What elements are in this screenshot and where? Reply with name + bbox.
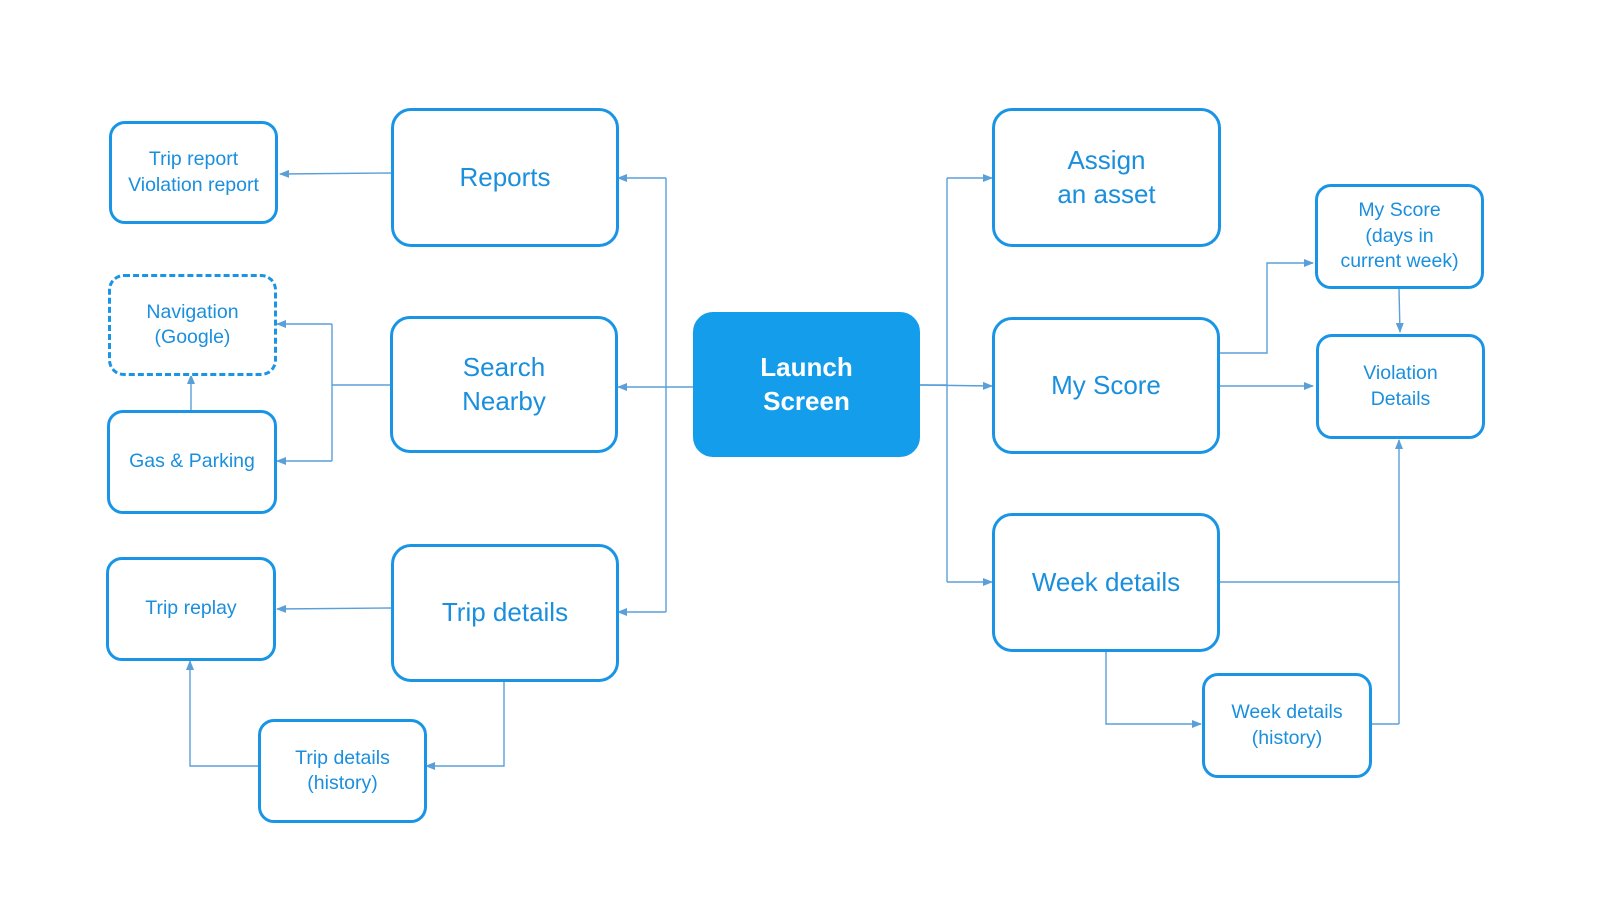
search-nearby-node[interactable]: Search Nearby: [390, 316, 618, 453]
navigation-line-2: (Google): [154, 326, 231, 348]
assign-asset-line-1: Assign: [1067, 144, 1146, 175]
reports-label: Reports: [459, 161, 551, 192]
trip-replay-node[interactable]: Trip replay: [106, 557, 276, 661]
connector-trip-details-history: [425, 682, 505, 770]
connector-to-my-score: [919, 381, 993, 390]
search-nearby-line-2: Nearby: [462, 385, 546, 416]
launch-screen-node[interactable]: Launch Screen: [693, 312, 920, 457]
week-details-history-line-2: (history): [1251, 726, 1323, 749]
navigation-node[interactable]: Navigation (Google): [108, 274, 277, 376]
trip-report-node[interactable]: Trip report Violation report: [109, 121, 278, 224]
assign-asset-node[interactable]: Assign an asset: [992, 108, 1221, 247]
trip-details-history-line-1: Trip details: [295, 746, 390, 769]
gas-parking-label: Gas & Parking: [129, 450, 255, 473]
week-details-history-node[interactable]: Week details (history): [1202, 673, 1372, 778]
search-nearby-line-1: Search: [462, 351, 546, 382]
week-details-history-line-1: Week details: [1231, 701, 1343, 724]
my-score-days-line-1: My Score: [1358, 199, 1441, 222]
week-details-label: Week details: [1031, 566, 1181, 597]
reports-node[interactable]: Reports: [391, 108, 619, 247]
my-score-node[interactable]: My Score: [992, 317, 1220, 454]
connector-reports-trip-report: [279, 169, 393, 178]
connector-trip-details-replay: [276, 604, 393, 613]
connector-my-score-days: [1220, 259, 1314, 354]
my-score-label: My Score: [1051, 369, 1161, 400]
trip-details-history-node[interactable]: Trip details (history): [258, 719, 427, 823]
navigation-line-1: Navigation: [146, 300, 239, 323]
violation-details-line-2: Details: [1370, 387, 1431, 410]
assign-asset-line-2: an asset: [1057, 178, 1156, 209]
trip-report-line-2: Violation report: [128, 173, 259, 196]
my-score-days-line-2: (days in: [1365, 224, 1434, 247]
launch-screen-line-1: Launch: [760, 351, 853, 382]
my-score-days-line-3: current week): [1340, 250, 1459, 273]
violation-details-line-1: Violation: [1363, 362, 1438, 385]
trip-details-history-line-2: (history): [307, 772, 378, 794]
violation-details-node[interactable]: Violation Details: [1316, 334, 1485, 439]
week-details-node[interactable]: Week details: [992, 513, 1220, 652]
trip-details-label: Trip details: [441, 597, 569, 628]
trip-report-line-1: Trip report: [148, 148, 239, 171]
connector-days-to-violation: [1395, 288, 1404, 333]
trip-details-node[interactable]: Trip details: [391, 544, 619, 682]
connector-week-history: [1105, 652, 1202, 728]
launch-screen-line-2: Screen: [763, 385, 850, 416]
trip-replay-label: Trip replay: [145, 597, 237, 620]
my-score-days-node[interactable]: My Score (days in current week): [1315, 184, 1484, 289]
gas-parking-node[interactable]: Gas & Parking: [107, 410, 277, 514]
connector-history-to-replay: [186, 660, 258, 767]
